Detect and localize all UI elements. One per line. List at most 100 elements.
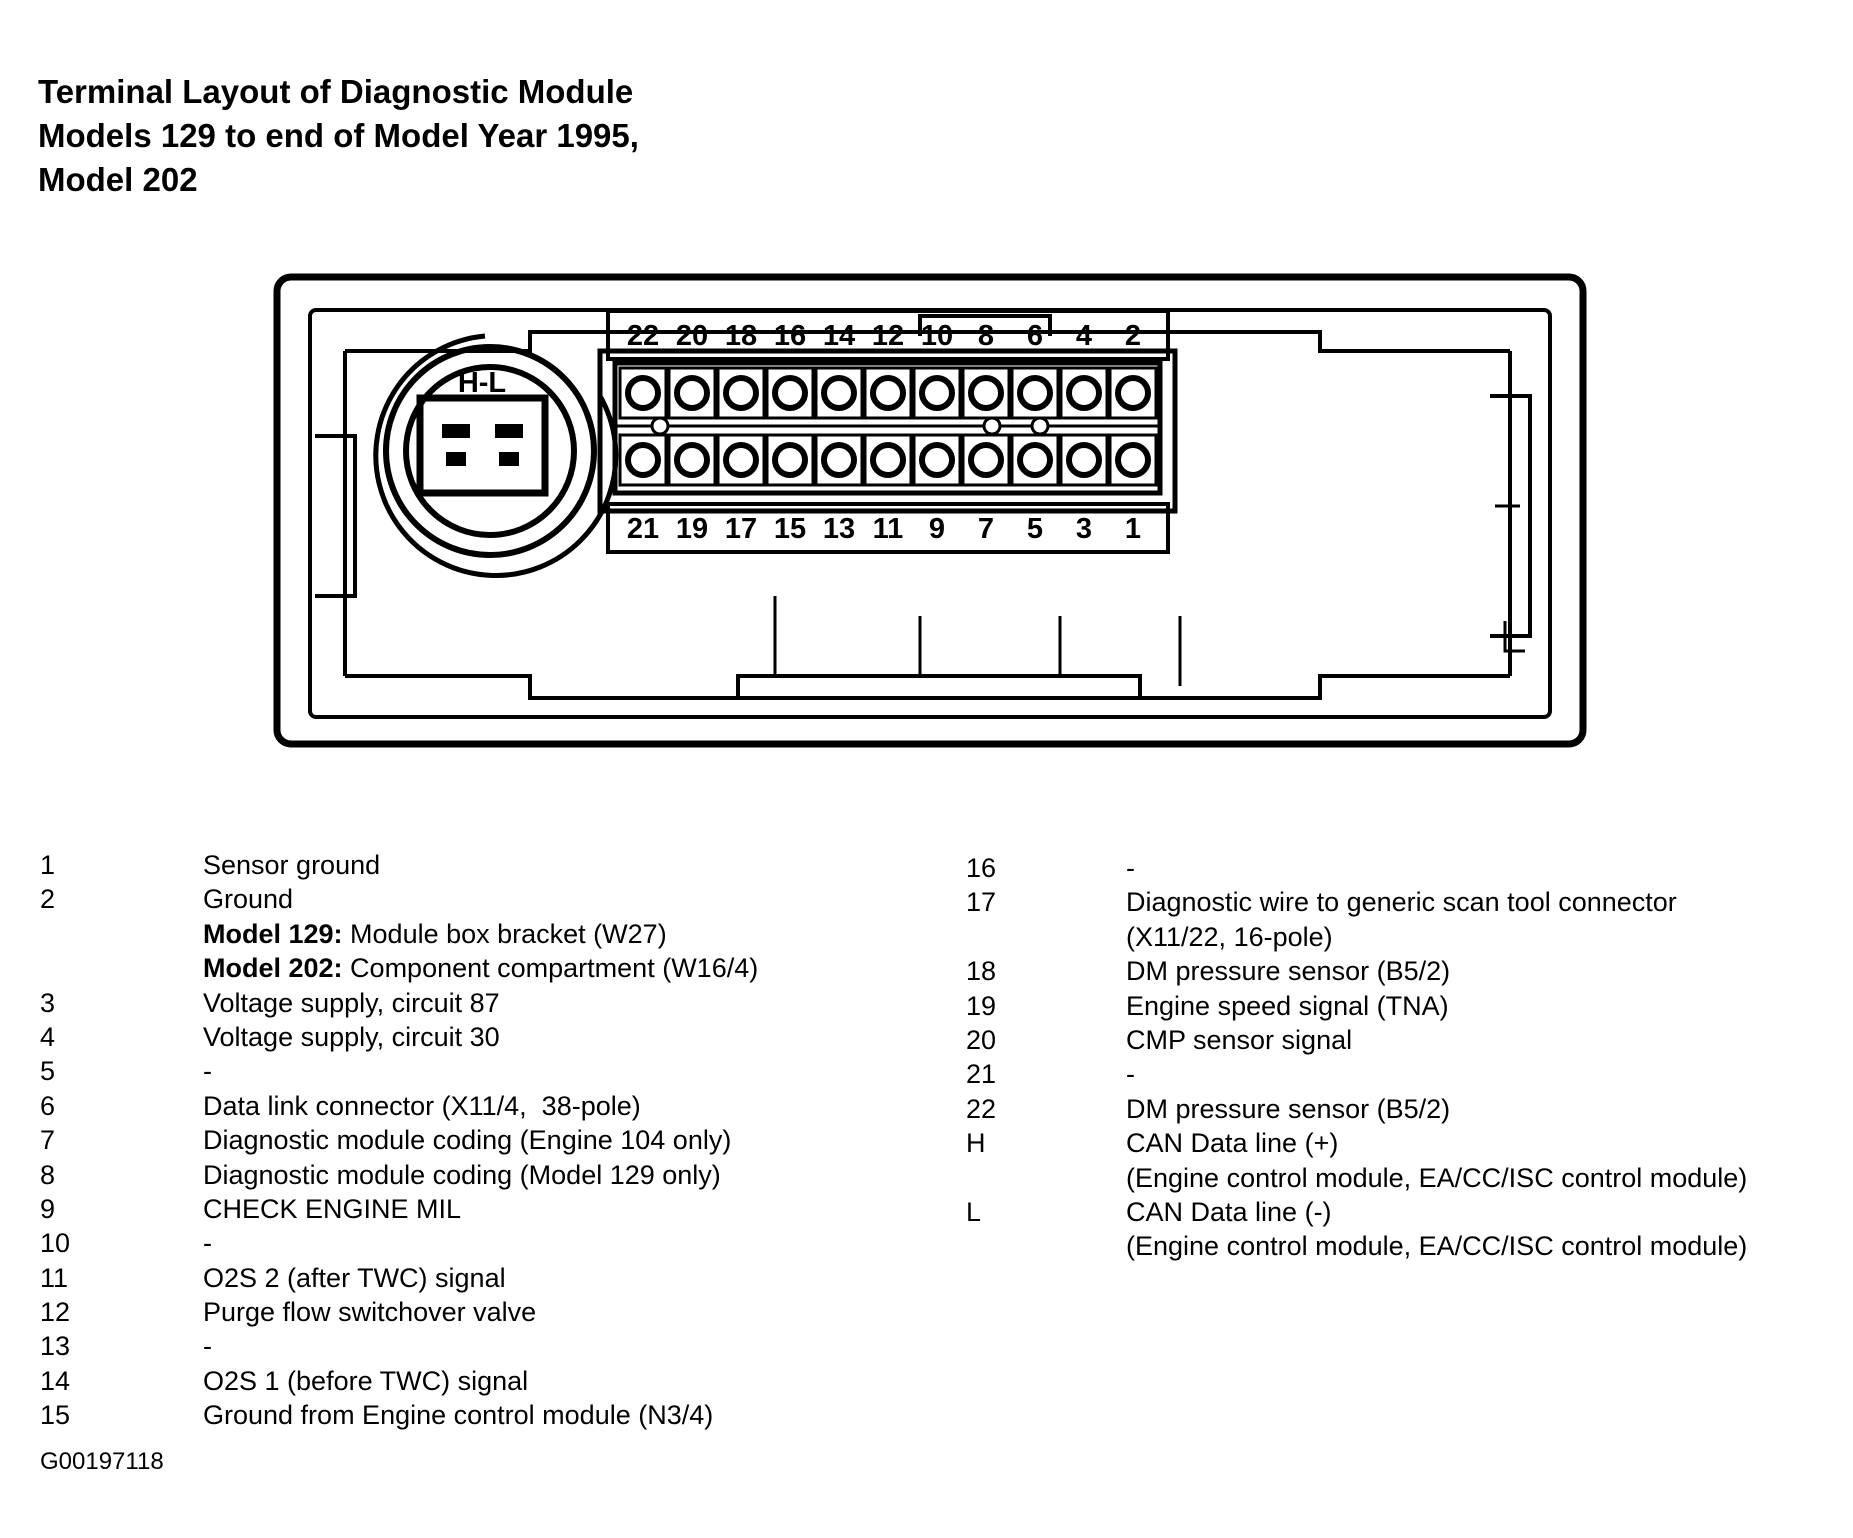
pin-number: 11 xyxy=(40,1262,69,1293)
pin-description: Purge flow switchover valve xyxy=(203,1295,536,1329)
pin-cell xyxy=(1010,433,1060,487)
pin-number: 17 xyxy=(966,887,997,918)
pin-description-text: O2S 2 (after TWC) signal xyxy=(203,1262,506,1293)
pin-description-text: (X11/22, 16-pole) xyxy=(1126,921,1333,952)
pin-number-label: 7 xyxy=(978,513,994,545)
pin-socket xyxy=(821,375,857,411)
pin-description: Data link connector (X11/4, 38-pole) xyxy=(203,1089,641,1123)
pin-description: Diagnostic wire to generic scan tool con… xyxy=(1126,885,1677,919)
pin-socket xyxy=(919,375,955,411)
pin-cell xyxy=(863,366,913,420)
pin-description-text: Data link connector (X11/4, 38-pole) xyxy=(203,1090,641,1121)
model-label: Model 202: xyxy=(203,953,343,984)
pin-description: Diagnostic module coding (Engine 104 onl… xyxy=(203,1123,731,1157)
pin-description-text: Voltage supply, circuit 30 xyxy=(203,1021,500,1052)
pin-cell xyxy=(863,433,913,487)
can-pin-l-lower xyxy=(499,452,519,466)
pin-socket xyxy=(674,375,710,411)
pin-header-bottom-label-strip xyxy=(606,502,1170,554)
pin-description-text: CHECK ENGINE MIL xyxy=(203,1193,462,1224)
pin-cell xyxy=(912,366,962,420)
pin-description: Ground from Engine control module (N3/4) xyxy=(203,1398,713,1432)
pin-number: 15 xyxy=(40,1400,71,1431)
pin-header-top-label-strip xyxy=(606,309,1170,361)
pin-socket xyxy=(1115,442,1151,478)
pin-socket xyxy=(772,442,808,478)
pin-cell xyxy=(716,366,766,420)
pin-description: CHECK ENGINE MIL xyxy=(203,1192,461,1226)
pin-description: DM pressure sensor (B5/2) xyxy=(1126,954,1450,988)
pin-cell xyxy=(716,433,766,487)
pin-number: 7 xyxy=(40,1125,56,1156)
pin-description-text: Purge flow switchover valve xyxy=(203,1297,537,1328)
title-line-2: Models 129 to end of Model Year 1995, xyxy=(38,117,639,154)
pin-description-text: - xyxy=(1126,1059,1135,1090)
pin-description: Model 129: Module box bracket (W27) xyxy=(203,917,667,951)
pin-description-text: DM pressure sensor (B5/2) xyxy=(1126,956,1451,987)
pin-cell xyxy=(667,366,717,420)
can-pin-block xyxy=(416,394,549,497)
title-line-1: Terminal Layout of Diagnostic Module xyxy=(38,73,634,110)
model-label: Model 129: xyxy=(203,918,343,949)
pin-number: 22 xyxy=(966,1093,997,1124)
pin-number: 16 xyxy=(966,853,997,883)
pin-number-label: 5 xyxy=(1027,513,1043,545)
pin-number-label: 20 xyxy=(676,320,708,352)
pin-socket xyxy=(625,442,661,478)
pin-description: - xyxy=(1126,1057,1135,1091)
pin-number: 14 xyxy=(40,1365,71,1396)
pin-number: 9 xyxy=(40,1193,56,1224)
pin-description-text: Engine speed signal (TNA) xyxy=(1126,990,1449,1021)
can-pin-h xyxy=(442,424,470,438)
pin-number: 5 xyxy=(40,1056,56,1087)
pin-number: 18 xyxy=(966,956,997,987)
pin-number: 20 xyxy=(966,1024,997,1055)
pin-description: (X11/22, 16-pole) xyxy=(1126,920,1333,954)
pin-cell xyxy=(765,366,815,420)
pin-number: 3 xyxy=(40,987,56,1018)
pin-number: H xyxy=(966,1128,986,1159)
pin-number-label: 13 xyxy=(823,513,855,545)
pin-socket xyxy=(1066,375,1102,411)
pin-cell xyxy=(961,433,1011,487)
pin-number-label: 21 xyxy=(627,513,659,545)
pin-number-label: 17 xyxy=(725,513,757,545)
pin-description-text: Sensor ground xyxy=(203,850,381,880)
pin-number-label: 8 xyxy=(978,320,994,352)
pin-socket xyxy=(674,442,710,478)
pin-socket xyxy=(625,375,661,411)
pin-description: Engine speed signal (TNA) xyxy=(1126,989,1449,1023)
pin-number-label: 2 xyxy=(1125,320,1141,352)
pin-socket xyxy=(1017,442,1053,478)
figure-id: G00197118 xyxy=(40,1448,164,1475)
pin-socket xyxy=(870,442,906,478)
key-dot xyxy=(982,416,1002,436)
pin-description-text: Ground from Engine control module (N3/4) xyxy=(203,1400,714,1431)
pin-number: 10 xyxy=(40,1228,71,1259)
pin-cell xyxy=(961,366,1011,420)
title-line-3: Model 202 xyxy=(38,161,198,198)
key-dots xyxy=(650,416,1050,436)
pin-description-text: - xyxy=(203,1228,212,1259)
pin-description-text: CMP sensor signal xyxy=(1126,1024,1353,1055)
pin-socket xyxy=(723,442,759,478)
pin-description: CMP sensor signal xyxy=(1126,1023,1352,1057)
pin-cell xyxy=(667,433,717,487)
pin-description-text: Diagnostic module coding (Model 129 only… xyxy=(203,1159,721,1190)
key-dot xyxy=(1030,416,1050,436)
pin-number-label: 19 xyxy=(676,513,708,545)
pin-number: 8 xyxy=(40,1159,56,1190)
pin-number-label: 6 xyxy=(1027,320,1043,352)
pin-description: - xyxy=(203,1226,212,1260)
pin-cell xyxy=(814,366,864,420)
pin-socket xyxy=(870,375,906,411)
housing-ridge-top xyxy=(345,330,1510,353)
can-label: H-L xyxy=(458,367,506,399)
pin-number-label: 22 xyxy=(627,320,659,352)
round-socket-outer xyxy=(383,344,597,558)
pin-description: CAN Data line (+) xyxy=(1126,1126,1338,1160)
pin-description-text: Diagnostic wire to generic scan tool con… xyxy=(1126,887,1677,918)
pin-number-label: 12 xyxy=(872,320,904,352)
